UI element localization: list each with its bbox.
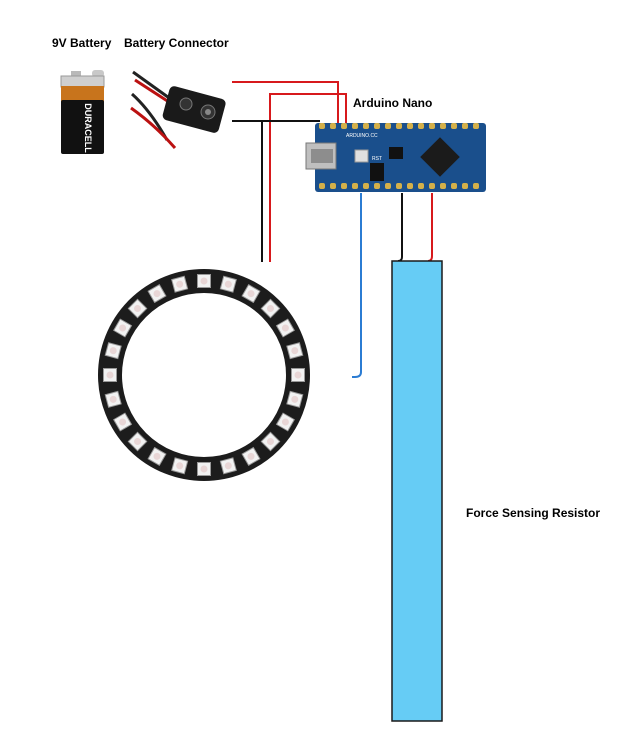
- header-pin: [418, 183, 424, 189]
- ring-led: [275, 412, 295, 432]
- ring-led: [113, 318, 133, 338]
- header-pin: [451, 123, 457, 129]
- header-pin: [462, 183, 468, 189]
- ring-leds: [103, 274, 305, 476]
- header-pin: [341, 123, 347, 129]
- black-wire-fsr: [397, 193, 403, 262]
- ring-led: [219, 457, 237, 475]
- ring-led: [286, 342, 304, 360]
- ring-led: [241, 284, 261, 304]
- ring-led: [286, 390, 304, 408]
- header-pin: [462, 123, 468, 129]
- header-pin: [440, 183, 446, 189]
- header-pin: [429, 123, 435, 129]
- fsr-label: Force Sensing Resistor: [466, 506, 601, 520]
- battery-brand: DURACELL: [83, 103, 93, 153]
- header-pin: [451, 183, 457, 189]
- header-pin: [352, 123, 358, 129]
- neopixel-ring: [98, 269, 310, 481]
- header-pin: [341, 183, 347, 189]
- battery: DURACELL: [60, 70, 105, 154]
- header-pin: [396, 183, 402, 189]
- header-pin: [407, 183, 413, 189]
- red-wire-battery-to-nano: [232, 81, 339, 124]
- header-pin: [473, 183, 479, 189]
- ring-led: [147, 284, 167, 304]
- header-pin: [374, 183, 380, 189]
- header-pin: [385, 183, 391, 189]
- ring-led: [171, 457, 189, 475]
- header-pin: [352, 183, 358, 189]
- ring-led: [127, 298, 148, 319]
- header-pin: [330, 123, 336, 129]
- ring-led: [197, 462, 211, 476]
- ring-led: [275, 318, 295, 338]
- ring-led: [291, 368, 305, 382]
- header-pin: [407, 123, 413, 129]
- header-pin: [396, 123, 402, 129]
- connector-label: Battery Connector: [124, 36, 229, 50]
- ring-led: [113, 412, 133, 432]
- ring-led: [104, 342, 122, 360]
- ring-led: [241, 446, 261, 466]
- header-pin: [473, 123, 479, 129]
- arduino-label: Arduino Nano: [353, 96, 433, 110]
- blue-wire-data: [352, 193, 362, 378]
- ring-led: [104, 390, 122, 408]
- ring-led: [219, 275, 237, 293]
- header-pin: [330, 183, 336, 189]
- ring-led: [103, 368, 117, 382]
- board-reset-text: RST: [372, 156, 382, 162]
- ring-led: [147, 446, 167, 466]
- header-pin: [363, 183, 369, 189]
- board-model-text: ARDUINO.CC: [346, 133, 378, 139]
- ring-led: [197, 274, 211, 288]
- header-pin: [374, 123, 380, 129]
- battery-label: 9V Battery: [52, 36, 112, 50]
- header-pin: [440, 123, 446, 129]
- ring-led: [127, 431, 148, 452]
- ring-led: [260, 298, 281, 319]
- ring-led: [171, 275, 189, 293]
- battery-connector: [130, 70, 226, 149]
- header-pins: [319, 123, 479, 189]
- ring-led: [260, 431, 281, 452]
- header-pin: [429, 183, 435, 189]
- header-pin: [319, 183, 325, 189]
- header-pin: [363, 123, 369, 129]
- red-wire-ring-power: [269, 93, 347, 262]
- header-pin: [319, 123, 325, 129]
- arduino-nano: ARDUINO.CC RST: [305, 123, 486, 192]
- force-sensing-resistor: [391, 260, 443, 722]
- red-wire-fsr: [427, 193, 433, 262]
- header-pin: [385, 123, 391, 129]
- header-pin: [418, 123, 424, 129]
